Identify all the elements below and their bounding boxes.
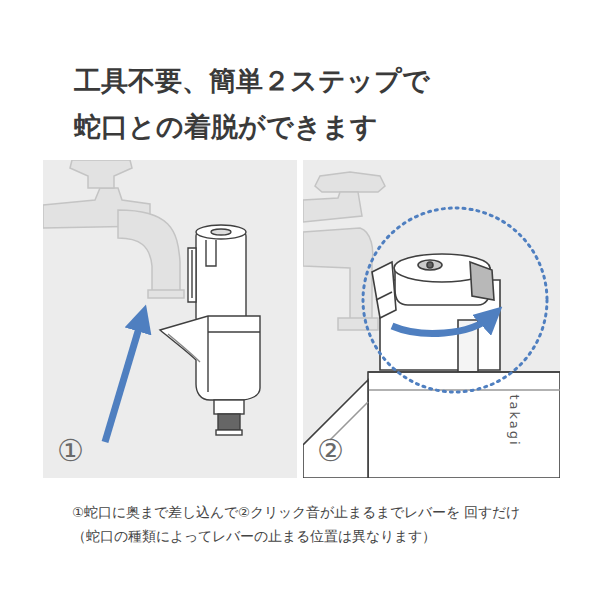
faucet-connector [303, 254, 560, 478]
faucet [303, 172, 385, 330]
step-number: ① [57, 434, 84, 468]
zoom-circle [363, 208, 547, 392]
faucet [43, 160, 184, 298]
caption: ①蛇口に奥まで差し込んで②クリック音が止まるまでレバーを 回すだけ（蛇口の種類に… [72, 500, 542, 548]
faucet-connector [160, 225, 260, 435]
panel-ground [303, 160, 560, 478]
title: 工具不要、簡単２ステップで 蛇口との着脱ができます [74, 58, 464, 150]
turn-arrow [392, 316, 492, 333]
panel-ground [43, 160, 297, 478]
step-number: ② [317, 434, 344, 468]
step-panel: ① [43, 160, 297, 478]
insert-arrow [105, 318, 142, 442]
brand-label: takagi [506, 394, 521, 446]
